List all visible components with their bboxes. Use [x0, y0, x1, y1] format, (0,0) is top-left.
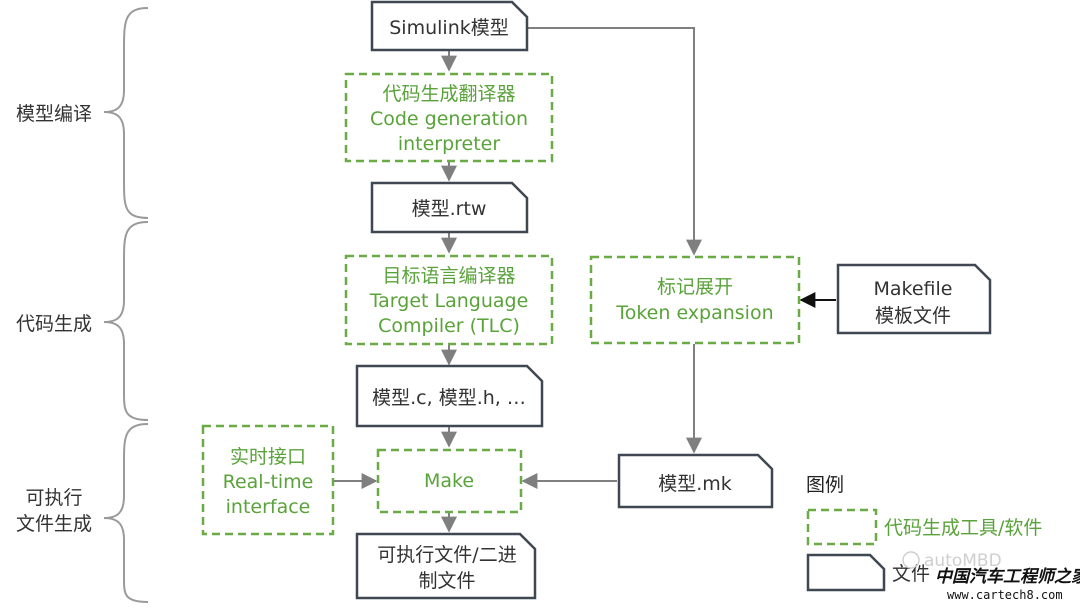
stage-label-exe-line2: 文件生成: [16, 513, 92, 535]
arrow-simulink-to-token: [527, 27, 702, 256]
tlc-label-line1: 目标语言编译器: [382, 265, 515, 287]
tlc-label-line2: Target Language: [369, 290, 529, 312]
stage-label-exe-line1: 可执行: [25, 487, 82, 509]
token-label-line1: 标记展开: [657, 276, 733, 298]
watermark: autoMBD 中国汽车工程师之家 www.cartech8.com: [902, 551, 1080, 602]
interpreter-label-line1: 代码生成翻译器: [382, 83, 515, 105]
file-simulink-model: Simulink模型: [370, 0, 529, 52]
stage-label-codegen: 代码生成: [16, 313, 92, 335]
watermark-site-url: www.cartech8.com: [947, 588, 1063, 602]
tool-make: Make: [376, 448, 523, 514]
file-model-rtw: 模型.rtw: [370, 181, 529, 234]
interpreter-label-line3: interpreter: [398, 133, 501, 155]
watermark-brand: autoMBD: [924, 551, 1002, 571]
legend-tool-swatch: [806, 508, 878, 546]
brace-compile: [103, 7, 149, 219]
model-rtw-label: 模型.rtw: [412, 198, 487, 220]
tool-target-language-compiler: 目标语言编译器 Target Language Compiler (TLC): [344, 254, 554, 346]
tool-code-generation-interpreter: 代码生成翻译器 Code generation interpreter: [344, 72, 554, 163]
simulink-model-label: Simulink模型: [389, 17, 509, 39]
tlc-label-line3: Compiler (TLC): [378, 315, 520, 337]
makefile-label-line2: 模板文件: [875, 305, 951, 327]
file-model-mk: 模型.mk: [617, 453, 774, 509]
stage-label-compile: 模型编译: [16, 103, 92, 125]
legend-file-swatch: [806, 553, 886, 592]
tool-realtime-interface: 实时接口 Real-time interface: [201, 424, 335, 536]
make-label: Make: [424, 470, 474, 492]
file-model-c-h: 模型.c, 模型.h, …: [355, 364, 544, 428]
model-c-h-label: 模型.c, 模型.h, …: [372, 387, 526, 409]
interpreter-label-line2: Code generation: [370, 108, 528, 130]
tool-token-expansion: 标记展开 Token expansion: [589, 255, 801, 345]
legend-tool-label: 代码生成工具/软件: [884, 517, 1042, 539]
file-makefile-template: Makefile 模板文件: [836, 263, 992, 335]
legend-file-label: 文件: [892, 563, 930, 585]
realtime-label-line1: 实时接口: [230, 446, 306, 468]
model-mk-label: 模型.mk: [658, 473, 732, 495]
realtime-label-line2: Real-time: [223, 471, 314, 493]
brace-codegen: [103, 221, 149, 421]
makefile-label-line1: Makefile: [874, 278, 953, 300]
executable-label-line1: 可执行文件/二进: [377, 544, 516, 566]
legend: 图例 代码生成工具/软件 文件: [806, 474, 1042, 592]
legend-title: 图例: [806, 474, 844, 496]
watermark-logo-icon: [902, 551, 920, 569]
file-executable: 可执行文件/二进 制文件: [355, 532, 537, 600]
realtime-label-line3: interface: [226, 496, 311, 518]
token-label-line2: Token expansion: [615, 302, 773, 324]
brace-executable: [103, 423, 149, 603]
executable-label-line2: 制文件: [418, 570, 475, 592]
watermark-site-cn: 中国汽车工程师之家: [935, 567, 1080, 587]
